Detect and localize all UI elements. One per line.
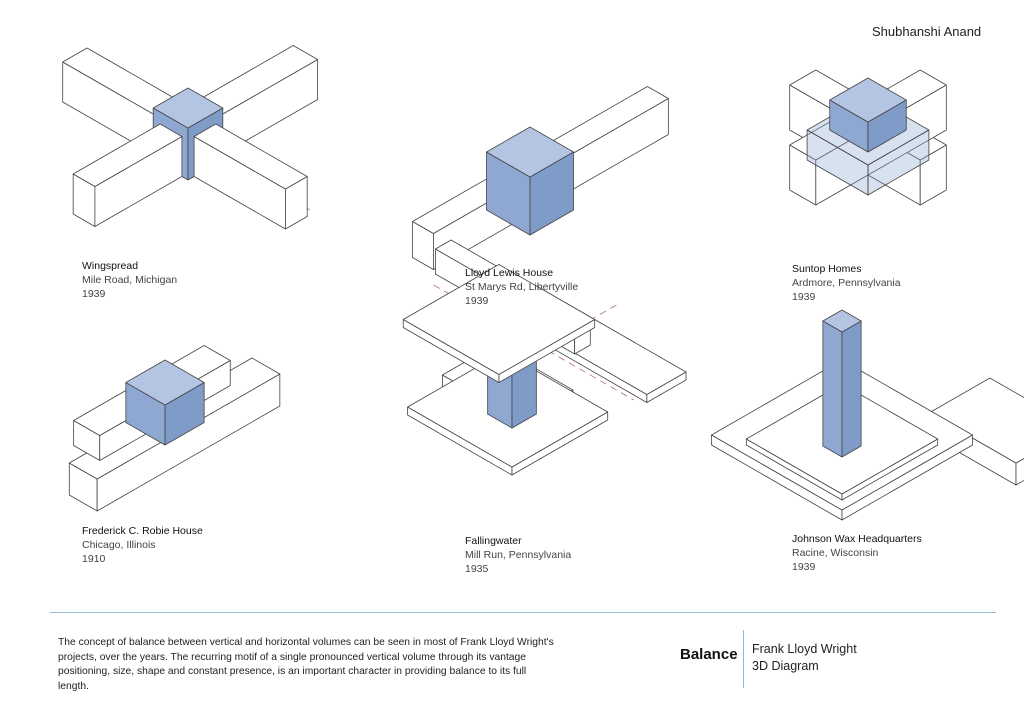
project-name: Wingspread bbox=[82, 260, 139, 272]
project-year: 1910 bbox=[82, 553, 106, 565]
robie-diagram bbox=[68, 345, 281, 512]
volume-block-top bbox=[72, 123, 183, 187]
project-year: 1939 bbox=[82, 288, 106, 300]
project-name: Frederick C. Robie House bbox=[82, 525, 203, 537]
footer-title: Balance bbox=[680, 646, 738, 663]
author-name: Shubhanshi Anand bbox=[872, 24, 982, 39]
project-year: 1939 bbox=[792, 291, 816, 303]
vertical-volume-face bbox=[822, 320, 843, 458]
caption-suntop: Suntop Homes Ardmore, Pennsylvania 1939 bbox=[792, 262, 901, 304]
project-location: Mill Run, Pennsylvania bbox=[465, 549, 572, 561]
footer-description: The concept of balance between vertical … bbox=[58, 637, 554, 692]
project-name: Lloyd Lewis House bbox=[465, 267, 554, 279]
vertical-volume-top bbox=[486, 126, 574, 178]
caption-wingspread: Wingspread Mile Road, Michigan 1939 bbox=[82, 259, 177, 301]
lloyd-lewis-diagram bbox=[412, 86, 669, 270]
subtitle-line-1: Frank Lloyd Wright bbox=[752, 642, 857, 656]
vertical-volume-top bbox=[152, 87, 224, 129]
project-year: 1935 bbox=[465, 563, 489, 575]
project-name: Fallingwater bbox=[465, 535, 522, 547]
footer-divider bbox=[50, 612, 996, 613]
caption-johnson-wax: Johnson Wax Headquarters Racine, Wiscons… bbox=[792, 532, 922, 574]
vertical-volume-top bbox=[829, 77, 907, 123]
project-year: 1939 bbox=[465, 295, 489, 307]
project-location: Chicago, Illinois bbox=[82, 539, 156, 551]
project-location: Mile Road, Michigan bbox=[82, 274, 178, 286]
vertical-volume-face bbox=[841, 320, 862, 458]
project-location: Racine, Wisconsin bbox=[792, 547, 879, 559]
caption-lloyd-lewis: Lloyd Lewis House St Marys Rd, Libertyvi… bbox=[465, 266, 578, 308]
caption-fallingwater: Fallingwater Mill Run, Pennsylvania 1935 bbox=[465, 534, 571, 576]
volume-block-top bbox=[193, 123, 308, 190]
project-name: Johnson Wax Headquarters bbox=[792, 533, 922, 545]
vertical-volume-top bbox=[125, 359, 205, 406]
volume-block-top bbox=[402, 264, 596, 375]
footer-subtitle: Frank Lloyd Wright 3D Diagram bbox=[752, 641, 857, 675]
wingspread-diagram bbox=[62, 45, 319, 230]
johnson-wax-diagram bbox=[711, 309, 1024, 521]
suntop-diagram bbox=[789, 69, 947, 206]
project-location: Ardmore, Pennsylvania bbox=[792, 277, 901, 289]
project-year: 1939 bbox=[792, 561, 816, 573]
vertical-volume-top bbox=[822, 309, 862, 333]
title-separator bbox=[743, 630, 744, 688]
project-location: St Marys Rd, Libertyville bbox=[465, 281, 579, 293]
caption-robie: Frederick C. Robie House Chicago, Illino… bbox=[82, 524, 203, 566]
project-name: Suntop Homes bbox=[792, 263, 862, 275]
fallingwater-diagram bbox=[402, 239, 687, 476]
volume-block-top bbox=[928, 377, 1024, 464]
subtitle-line-2: 3D Diagram bbox=[752, 659, 819, 673]
